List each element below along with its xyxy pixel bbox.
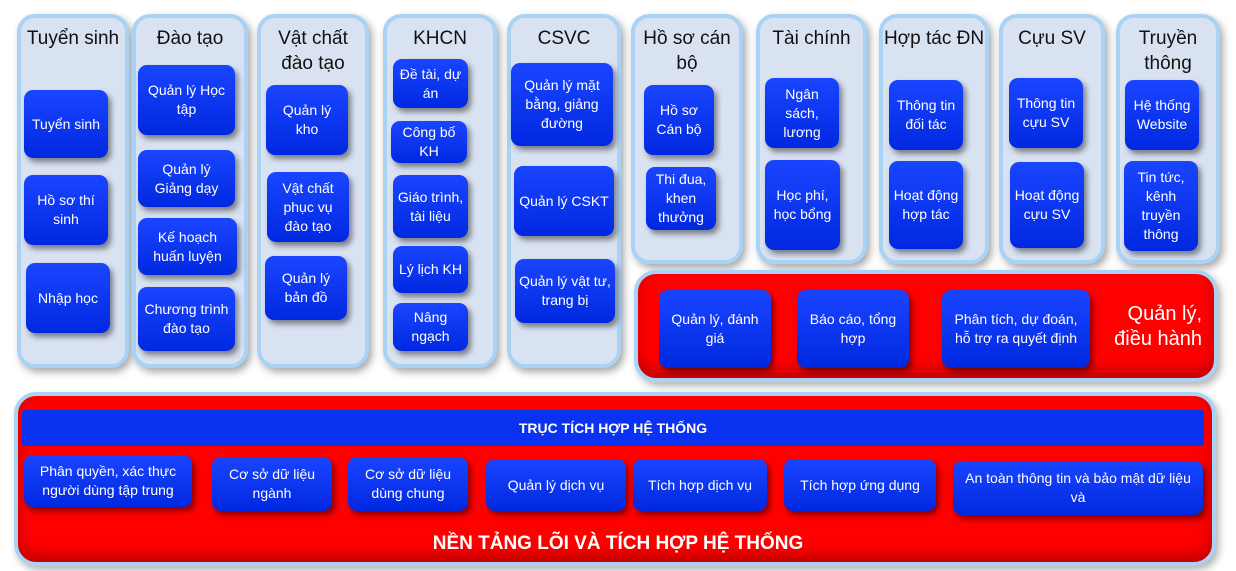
module-item[interactable]: Quản lý Giảng dạy (138, 150, 235, 207)
module-item[interactable]: Quản lý vật tư, trang bị (515, 259, 615, 323)
core-item[interactable]: Tích hợp ứng dụng (784, 459, 936, 511)
module-item[interactable]: Chương trình đào tạo (138, 287, 235, 351)
module-title: Tuyển sinh (26, 28, 120, 49)
module-title: Vật chất đào tạo (278, 28, 348, 74)
module-item[interactable]: Lý lịch KH (393, 246, 468, 293)
management-item[interactable]: Báo cáo, tổng hợp (797, 290, 909, 368)
module-item[interactable]: Hệ thống Website (1125, 80, 1199, 150)
module-item[interactable]: Thông tin đối tác (889, 80, 963, 150)
module-item[interactable]: Công bố KH (391, 121, 467, 163)
module-title: Truyền thông (1138, 28, 1198, 74)
module-item[interactable]: Thông tin cựu SV (1009, 78, 1083, 148)
integration-bus-bar[interactable]: TRỤC TÍCH HỢP HỆ THỐNG (22, 410, 1204, 446)
module-item[interactable]: Hoạt động hợp tác (889, 161, 963, 249)
module-item[interactable]: Nâng ngạch (393, 303, 468, 351)
core-item[interactable]: Cơ sở dữ liệu ngành (212, 457, 332, 511)
core-item[interactable]: Quản lý dịch vụ (486, 459, 626, 511)
module-item[interactable]: Đề tài, dự án (393, 59, 468, 108)
module-title: Tài chính (772, 28, 851, 49)
module-title: KHCN (413, 28, 467, 49)
module-item[interactable]: Tin tức, kênh truyền thông (1124, 161, 1198, 251)
management-item[interactable]: Quản lý, đánh giá (659, 290, 771, 368)
management-item[interactable]: Phân tích, dự đoán, hỗ trợ ra quyết định (942, 290, 1090, 368)
core-item[interactable]: Tích hợp dịch vụ (633, 459, 767, 511)
module-item[interactable]: Nhập học (26, 263, 110, 333)
module-item[interactable]: Học phí, học bổng (765, 160, 840, 250)
module-item[interactable]: Hồ sơ thí sinh (24, 175, 108, 245)
module-title: Hợp tác ĐN (883, 28, 985, 49)
module-title: Hồ sơ cán bộ (643, 28, 731, 74)
core-platform-title: NỀN TẢNG LÕI VÀ TÍCH HỢP HỆ THỐNG (432, 533, 804, 554)
module-item[interactable]: Thi đua, khen thưởng (646, 167, 716, 230)
module-item[interactable]: Vật chất phục vụ đào tạo (267, 172, 349, 242)
module-item[interactable]: Quản lý kho (266, 85, 348, 155)
core-item[interactable]: Cơ sở dữ liệu dùng chung (348, 457, 468, 511)
core-item[interactable]: Phân quyền, xác thực người dùng tập trun… (24, 455, 192, 507)
module-title: Cựu SV (1018, 28, 1086, 49)
module-item[interactable]: Hồ sơ Cán bộ (644, 85, 714, 155)
module-item[interactable]: Hoạt động cựu SV (1010, 162, 1084, 248)
module-title: CSVC (537, 28, 591, 49)
module-item[interactable]: Quản lý bản đồ (265, 256, 347, 320)
module-item[interactable]: Tuyển sinh (24, 90, 108, 158)
module-item[interactable]: Ngân sách, lương (765, 78, 839, 148)
module-item[interactable]: Kế hoạch huấn luyện (138, 218, 237, 275)
module-item[interactable]: Quản lý mặt bằng, giảng đường (511, 63, 613, 146)
module-item[interactable]: Quản lý CSKT (514, 166, 614, 236)
module-item[interactable]: Quản lý Học tập (138, 65, 235, 135)
module-item[interactable]: Giáo trình, tài liệu (393, 175, 468, 238)
management-title: Quản lý, điều hành (1114, 303, 1202, 350)
core-item[interactable]: An toàn thông tin và bảo mật dữ liệu và (953, 461, 1203, 515)
module-title: Đào tạo (156, 28, 224, 49)
